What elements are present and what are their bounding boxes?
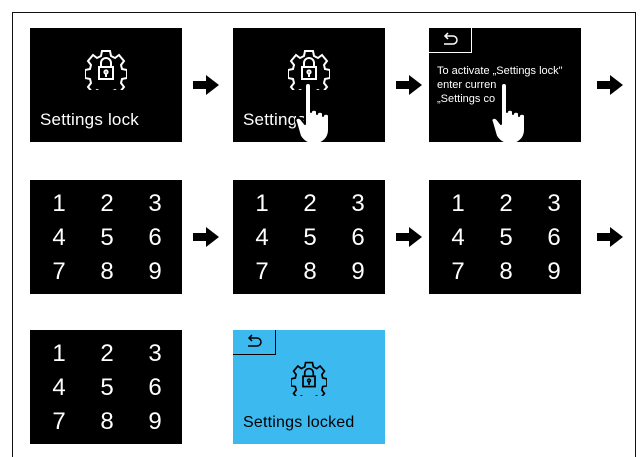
activate-message: To activate „Settings lock" enter curren… (437, 64, 563, 106)
keypad-key-9[interactable]: 9 (547, 258, 561, 285)
keypad-key-1[interactable]: 1 (52, 340, 66, 367)
keypad-key-8[interactable]: 8 (100, 258, 114, 285)
back-button[interactable] (429, 28, 472, 53)
keypad-screen[interactable]: 1 2 3 4 5 6 7 8 9 (30, 330, 182, 444)
right-arrow-icon (597, 227, 623, 247)
screen-title: Settings (243, 110, 307, 129)
keypad-key-3[interactable]: 3 (351, 190, 365, 217)
right-arrow-icon (396, 75, 422, 95)
keypad-key-9[interactable]: 9 (148, 258, 162, 285)
message-line-1: To activate „Settings lock" (437, 65, 563, 77)
keypad-key-4[interactable]: 4 (52, 224, 66, 251)
figure-frame (12, 12, 636, 457)
pointing-hand-icon (295, 82, 330, 142)
keypad-key-3[interactable]: 3 (148, 340, 162, 367)
pointing-hand-icon (491, 82, 526, 142)
right-arrow-icon (396, 227, 422, 247)
keypad-key-4[interactable]: 4 (255, 224, 269, 251)
keypad-key-3[interactable]: 3 (148, 190, 162, 217)
keypad-screen[interactable]: 1 2 3 4 5 6 7 8 9 (233, 180, 385, 294)
gear-padlock-icon (291, 361, 327, 396)
keypad: 1 2 3 4 5 6 7 8 9 (443, 190, 569, 286)
keypad-screen[interactable]: 1 2 3 4 5 6 7 8 9 (429, 180, 581, 294)
keypad-key-5[interactable]: 5 (303, 224, 317, 251)
keypad-key-8[interactable]: 8 (303, 258, 317, 285)
right-arrow-icon (193, 227, 219, 247)
keypad-key-1[interactable]: 1 (255, 190, 269, 217)
gear-padlock-icon (85, 50, 127, 90)
keypad-key-1[interactable]: 1 (52, 190, 66, 217)
keypad-key-2[interactable]: 2 (303, 190, 317, 217)
screen-settings-lock[interactable]: Settings lock (30, 28, 182, 142)
gear-padlock-icon (288, 50, 330, 90)
keypad-key-2[interactable]: 2 (100, 190, 114, 217)
keypad-key-8[interactable]: 8 (100, 408, 114, 435)
keypad: 1 2 3 4 5 6 7 8 9 (44, 340, 170, 436)
keypad-key-9[interactable]: 9 (351, 258, 365, 285)
keypad: 1 2 3 4 5 6 7 8 9 (44, 190, 170, 286)
back-arrow-icon (443, 32, 458, 45)
screen-settings-lock-touch[interactable]: Settings (233, 28, 385, 142)
keypad-key-7[interactable]: 7 (451, 258, 465, 285)
keypad-key-4[interactable]: 4 (451, 224, 465, 251)
screen-title: Settings lock (40, 110, 139, 129)
back-arrow-icon (247, 334, 262, 347)
keypad-key-4[interactable]: 4 (52, 374, 66, 401)
back-button[interactable] (233, 330, 276, 355)
keypad-key-5[interactable]: 5 (100, 374, 114, 401)
keypad-key-7[interactable]: 7 (52, 408, 66, 435)
screen-activate-message[interactable]: To activate „Settings lock" enter curren… (429, 28, 581, 142)
keypad-key-2[interactable]: 2 (100, 340, 114, 367)
keypad-key-7[interactable]: 7 (255, 258, 269, 285)
keypad-key-2[interactable]: 2 (499, 190, 513, 217)
keypad-screen[interactable]: 1 2 3 4 5 6 7 8 9 (30, 180, 182, 294)
keypad-key-1[interactable]: 1 (451, 190, 465, 217)
right-arrow-icon (193, 75, 219, 95)
message-line-2: enter curren (437, 79, 497, 91)
message-line-3: „Settings co (437, 93, 496, 105)
keypad-key-6[interactable]: 6 (351, 224, 365, 251)
keypad-key-7[interactable]: 7 (52, 258, 66, 285)
keypad-key-8[interactable]: 8 (499, 258, 513, 285)
keypad-key-6[interactable]: 6 (547, 224, 561, 251)
keypad-key-6[interactable]: 6 (148, 374, 162, 401)
keypad-key-5[interactable]: 5 (499, 224, 513, 251)
screen-title: Settings locked (243, 414, 355, 431)
right-arrow-icon (597, 75, 623, 95)
keypad-key-9[interactable]: 9 (148, 408, 162, 435)
keypad-key-5[interactable]: 5 (100, 224, 114, 251)
keypad-key-6[interactable]: 6 (148, 224, 162, 251)
keypad-key-3[interactable]: 3 (547, 190, 561, 217)
screen-settings-locked[interactable]: Settings locked (233, 330, 385, 444)
keypad: 1 2 3 4 5 6 7 8 9 (247, 190, 373, 286)
